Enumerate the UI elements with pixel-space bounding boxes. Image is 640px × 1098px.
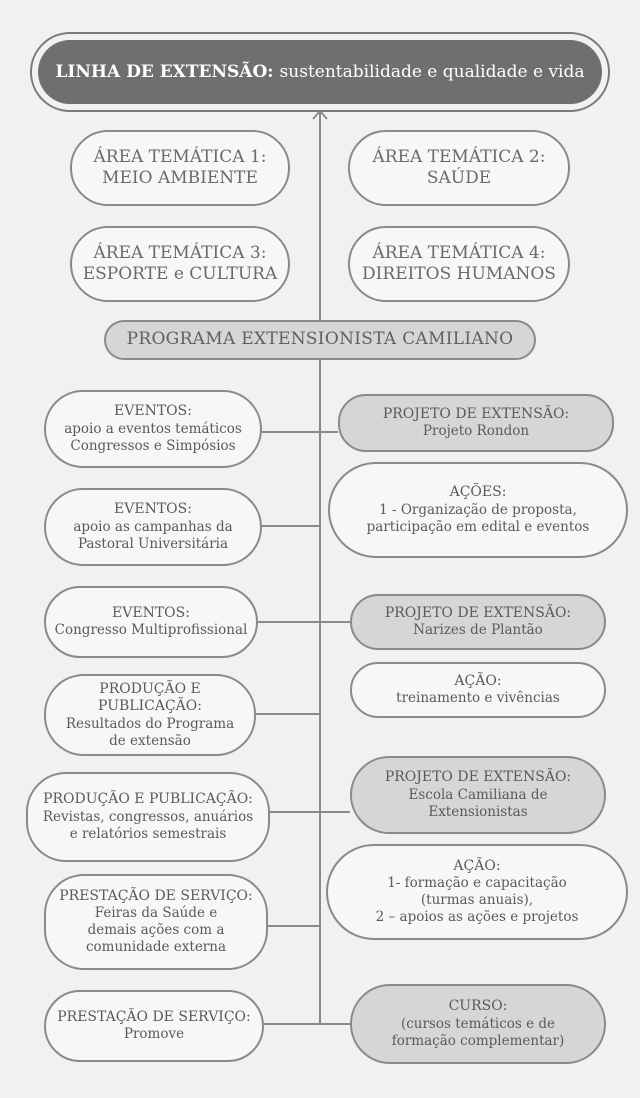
- box-head: PROJETO DE EXTENSÃO:: [384, 769, 572, 786]
- left-box-5: PRODUÇÃO E PUBLICAÇÃO: Revistas, congres…: [26, 772, 270, 862]
- left-box-3: EVENTOS: Congresso Multiprofissional: [44, 586, 258, 658]
- box-line: Narizes de Plantão: [413, 622, 543, 639]
- box-line: 2 – apoios as ações e projetos: [375, 909, 579, 926]
- left-box-7: PRESTAÇÃO DE SERVIÇO: Promove: [44, 990, 264, 1062]
- box-head: PROJETO DE EXTENSÃO:: [384, 604, 572, 621]
- program-title: PROGRAMA EXTENSIONISTA CAMILIANO: [126, 329, 514, 350]
- box-line: e relatórios semestrais: [69, 825, 227, 842]
- box-line: Revistas, congressos, anuários: [42, 808, 254, 825]
- area-value: MEIO AMBIENTE: [102, 168, 258, 188]
- box-line: (cursos temáticos e de: [400, 1015, 556, 1032]
- area-value: DIREITOS HUMANOS: [362, 264, 556, 284]
- area-3: ÁREA TEMÁTICA 3: ESPORTE e CULTURA: [70, 226, 290, 302]
- area-1: ÁREA TEMÁTICA 1: MEIO AMBIENTE: [70, 130, 290, 206]
- box-line: Congresso Multiprofissional: [54, 622, 248, 639]
- title-label: LINHA DE EXTENSÃO:: [55, 62, 274, 82]
- title-banner: LINHA DE EXTENSÃO: sustentabilidade e qu…: [38, 40, 602, 104]
- area-2: ÁREA TEMÁTICA 2: SAÚDE: [348, 130, 570, 206]
- box-head: EVENTOS:: [112, 604, 190, 621]
- box-line: Pastoral Universitária: [77, 535, 229, 552]
- box-line: Escola Camiliana de: [408, 786, 548, 803]
- area-label: ÁREA TEMÁTICA 3:: [93, 242, 267, 263]
- box-head: EVENTOS:: [114, 403, 192, 420]
- box-head: AÇÃO:: [453, 857, 501, 874]
- box-line: Congressos e Simpósios: [70, 437, 236, 454]
- area-label: ÁREA TEMÁTICA 2:: [372, 146, 546, 167]
- box-line: Projeto Rondon: [422, 423, 530, 440]
- box-line: (turmas anuais),: [420, 892, 534, 909]
- box-line: comunidade externa: [85, 939, 227, 956]
- box-line: participação em edital e eventos: [366, 518, 590, 535]
- area-label: ÁREA TEMÁTICA 1:: [93, 146, 267, 167]
- right-box-7: CURSO: (cursos temáticos e de formação c…: [350, 984, 606, 1064]
- box-line: treinamento e vivências: [396, 690, 560, 707]
- box-line: Promove: [123, 1026, 185, 1043]
- area-4: ÁREA TEMÁTICA 4: DIREITOS HUMANOS: [348, 226, 570, 302]
- box-head: EVENTOS:: [114, 501, 192, 518]
- box-line: Resultados do Programa: [65, 715, 235, 732]
- right-box-6: AÇÃO: 1- formação e capacitação (turmas …: [326, 844, 628, 940]
- right-box-2: AÇÕES: 1 - Organização de proposta, part…: [328, 462, 628, 558]
- left-box-4: PRODUÇÃO E PUBLICAÇÃO: Resultados do Pro…: [44, 674, 256, 756]
- box-head: PRODUÇÃO E PUBLICAÇÃO:: [98, 680, 202, 715]
- box-head: PRESTAÇÃO DE SERVIÇO:: [59, 887, 253, 904]
- right-box-3: PROJETO DE EXTENSÃO: Narizes de Plantão: [350, 594, 606, 650]
- box-line: apoio a eventos temáticos: [64, 420, 242, 437]
- box-head: AÇÃO:: [454, 672, 502, 689]
- box-line: apoio as campanhas da: [73, 518, 233, 535]
- box-head: AÇÕES:: [449, 484, 507, 501]
- box-line: demais ações com a: [87, 922, 225, 939]
- program-box: PROGRAMA EXTENSIONISTA CAMILIANO: [104, 320, 536, 360]
- box-line: Feiras da Saúde e: [94, 905, 218, 922]
- box-line: 1- formação e capacitação: [387, 875, 567, 892]
- left-box-2: EVENTOS: apoio as campanhas da Pastoral …: [44, 488, 262, 566]
- right-box-1: PROJETO DE EXTENSÃO: Projeto Rondon: [338, 394, 614, 452]
- box-line: de extensão: [109, 732, 191, 749]
- box-head: PRESTAÇÃO DE SERVIÇO:: [57, 1008, 251, 1025]
- box-line: Extensionistas: [428, 803, 528, 820]
- box-head: CURSO:: [448, 998, 508, 1015]
- box-line: formação complementar): [391, 1032, 565, 1049]
- area-value: ESPORTE e CULTURA: [82, 264, 278, 284]
- right-box-5: PROJETO DE EXTENSÃO: Escola Camiliana de…: [350, 756, 606, 834]
- box-head: PRODUÇÃO E PUBLICAÇÃO:: [43, 791, 253, 808]
- left-box-1: EVENTOS: apoio a eventos temáticos Congr…: [44, 390, 262, 468]
- box-head: PROJETO DE EXTENSÃO:: [382, 405, 570, 422]
- area-value: SAÚDE: [426, 168, 492, 188]
- left-box-6: PRESTAÇÃO DE SERVIÇO: Feiras da Saúde e …: [44, 874, 268, 970]
- right-box-4: AÇÃO: treinamento e vivências: [350, 662, 606, 718]
- title-text: sustentabilidade e qualidade e vida: [279, 62, 585, 82]
- area-label: ÁREA TEMÁTICA 4:: [372, 242, 546, 263]
- box-line: 1 - Organização de proposta,: [379, 501, 577, 518]
